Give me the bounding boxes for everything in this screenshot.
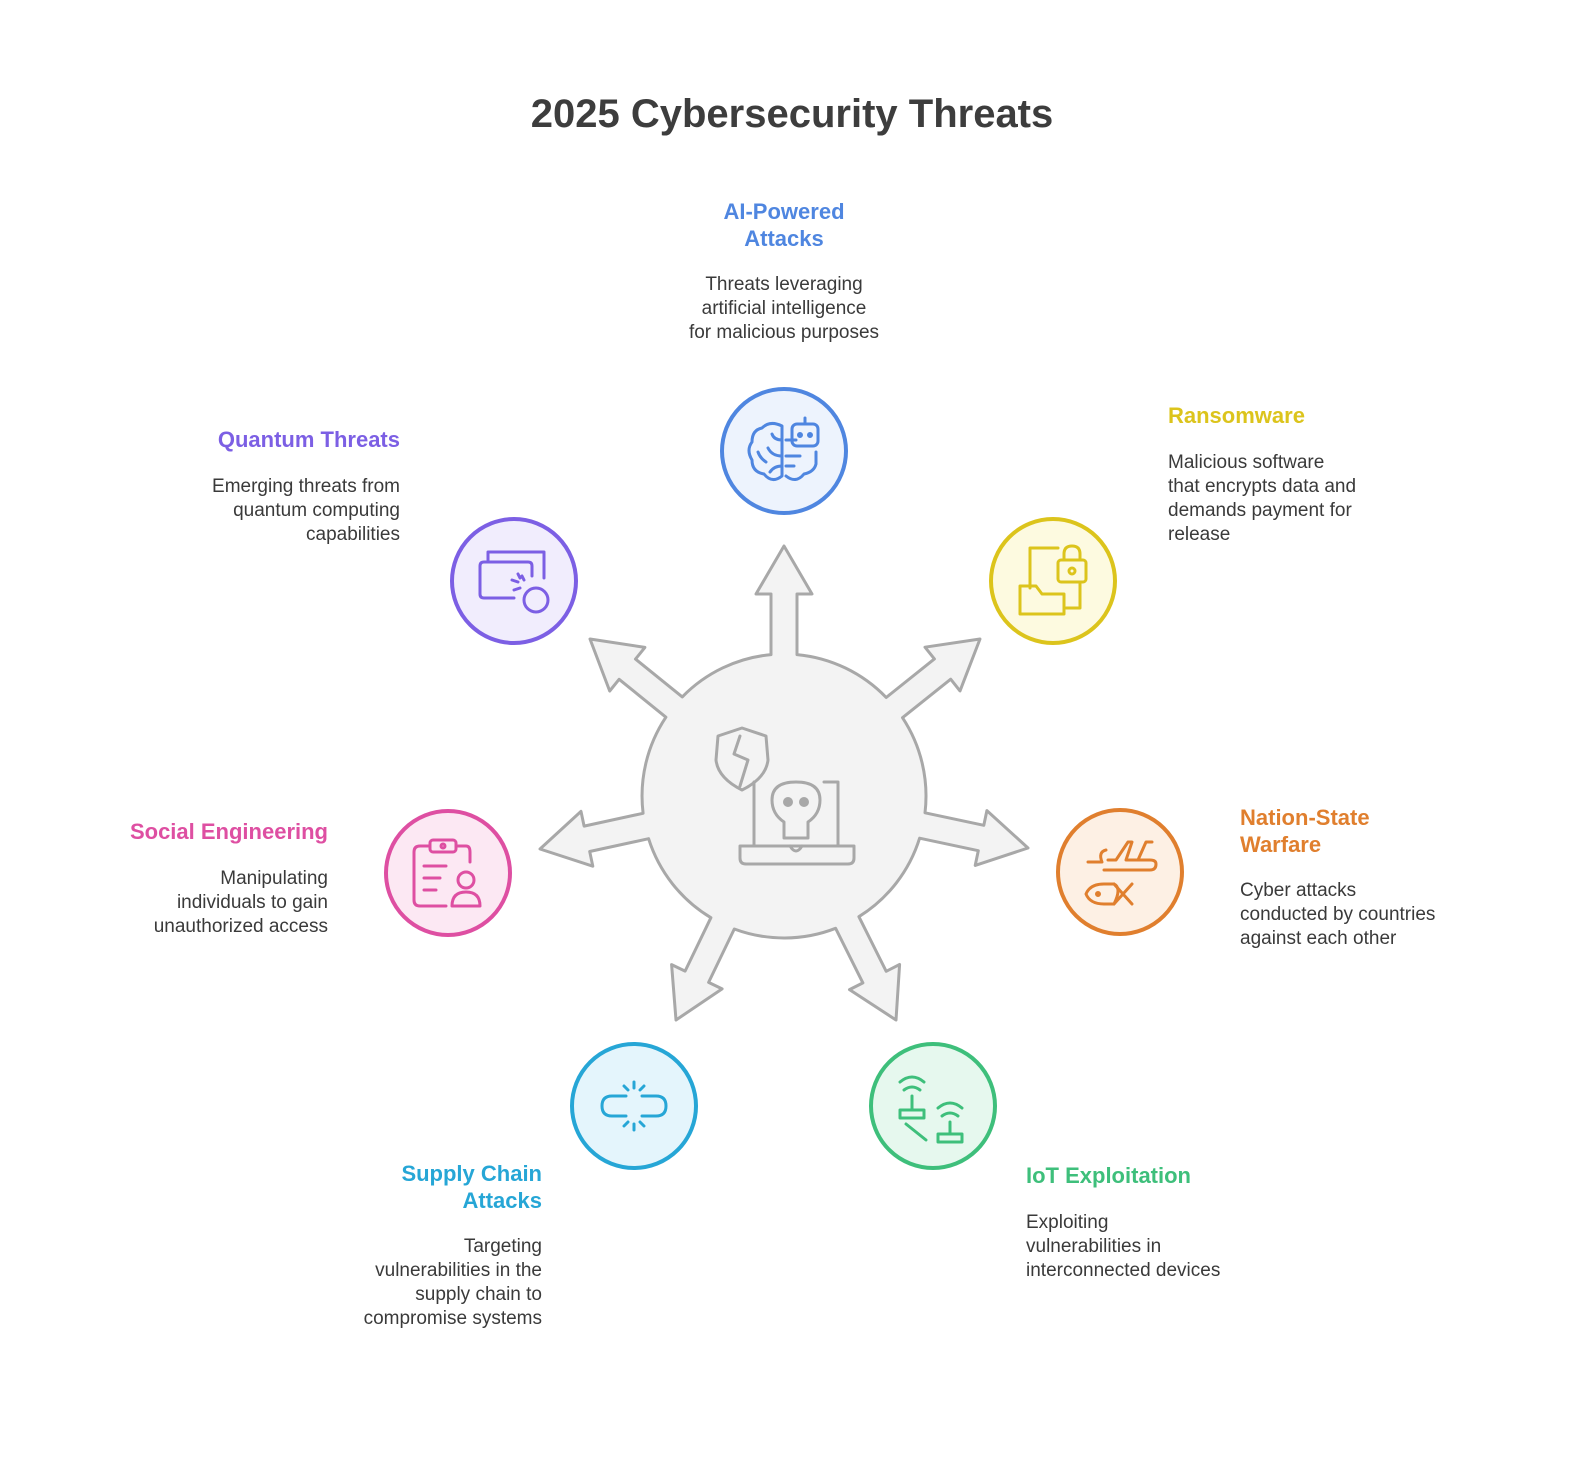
node-circle	[720, 387, 848, 515]
broken-link-icon	[600, 1080, 668, 1132]
desc-line: quantum computing	[233, 500, 400, 521]
desc-line: unauthorized access	[153, 916, 328, 937]
desc-ransomware: Malicious software that encrypts data an…	[1168, 451, 1468, 547]
social-engineering-node[interactable]	[384, 809, 512, 937]
diagram-title: 2025 Cybersecurity Threats	[530, 92, 1054, 136]
file-lock-icon	[1018, 544, 1088, 616]
desc-line: Cyber attacks	[1240, 880, 1357, 901]
label-line: Social Engineering	[129, 819, 328, 844]
desc-line: that encrypts data and	[1168, 476, 1357, 497]
label-line: Quantum Threats	[217, 427, 400, 452]
label-supply-chain-attacks: Supply Chain Attacks	[242, 1160, 542, 1214]
desc-line: against each other	[1240, 928, 1397, 949]
desc-nation-state-warfare: Cyber attacks conducted by countries aga…	[1240, 879, 1540, 951]
node-circle	[570, 1042, 698, 1170]
label-line: Warfare	[1240, 832, 1322, 857]
clipboard-user-icon	[412, 838, 482, 908]
label-nation-state-warfare: Nation-State Warfare	[1240, 804, 1540, 858]
desc-line: artificial intelligence	[701, 298, 867, 319]
label-quantum-threats: Quantum Threats	[100, 426, 400, 453]
label-social-engineering: Social Engineering	[28, 818, 328, 845]
desc-social-engineering: Manipulating individuals to gain unautho…	[28, 867, 328, 939]
connected-devices-icon	[898, 1075, 964, 1144]
label-ai-powered-attacks: AI-Powered Attacks	[664, 198, 904, 252]
supply-chain-attacks-node[interactable]	[570, 1042, 698, 1170]
label-iot-exploitation: IoT Exploitation	[1026, 1162, 1326, 1189]
desc-line: compromise systems	[363, 1308, 542, 1329]
desc-line: capabilities	[306, 524, 400, 545]
desc-quantum-threats: Emerging threats from quantum computing …	[100, 475, 400, 547]
desc-line: release	[1168, 524, 1231, 545]
node-circle	[1056, 808, 1184, 936]
desc-line: Manipulating	[220, 868, 328, 889]
quantum-screen-icon	[478, 550, 550, 614]
label-line: Ransomware	[1168, 403, 1305, 428]
node-circle	[989, 517, 1117, 645]
desc-line: vulnerabilities in the	[375, 1260, 542, 1281]
desc-line: Targeting	[463, 1236, 542, 1257]
node-circle	[869, 1042, 997, 1170]
desc-line: conducted by countries	[1240, 904, 1436, 925]
desc-line: individuals to gain	[176, 892, 328, 913]
label-line: Attacks	[462, 1188, 542, 1213]
desc-supply-chain-attacks: Targeting vulnerabilities in the supply …	[242, 1235, 542, 1331]
desc-iot-exploitation: Exploiting vulnerabilities in interconne…	[1026, 1211, 1326, 1283]
desc-line: interconnected devices	[1026, 1260, 1221, 1281]
nation-state-warfare-node[interactable]	[1056, 808, 1184, 936]
quantum-threats-node[interactable]	[450, 517, 578, 645]
brain-robot-icon	[747, 416, 820, 481]
node-circle	[384, 809, 512, 937]
ai-powered-attacks-node[interactable]	[720, 387, 848, 515]
iot-exploitation-node[interactable]	[869, 1042, 997, 1170]
desc-line: supply chain to	[415, 1284, 542, 1305]
desc-line: Malicious software	[1168, 452, 1325, 473]
desc-line: for malicious purposes	[688, 322, 880, 343]
desc-line: Threats leveraging	[705, 274, 863, 295]
military-aircraft-icon	[1084, 840, 1158, 906]
desc-line: Exploiting	[1026, 1212, 1109, 1233]
label-ransomware: Ransomware	[1168, 402, 1468, 429]
label-line: Supply Chain	[401, 1161, 542, 1186]
desc-line: Emerging threats from	[212, 476, 400, 497]
label-line: AI-Powered	[723, 199, 845, 224]
label-line: IoT Exploitation	[1026, 1163, 1191, 1188]
label-line: Nation-State	[1240, 805, 1370, 830]
laptop-skull-icon	[738, 780, 856, 866]
desc-ai-powered-attacks: Threats leveraging artificial intelligen…	[654, 273, 914, 345]
label-line: Attacks	[744, 226, 824, 251]
desc-line: demands payment for	[1168, 500, 1352, 521]
broken-shield-icon	[714, 726, 770, 792]
ransomware-node[interactable]	[989, 517, 1117, 645]
desc-line: vulnerabilities in	[1026, 1236, 1162, 1257]
